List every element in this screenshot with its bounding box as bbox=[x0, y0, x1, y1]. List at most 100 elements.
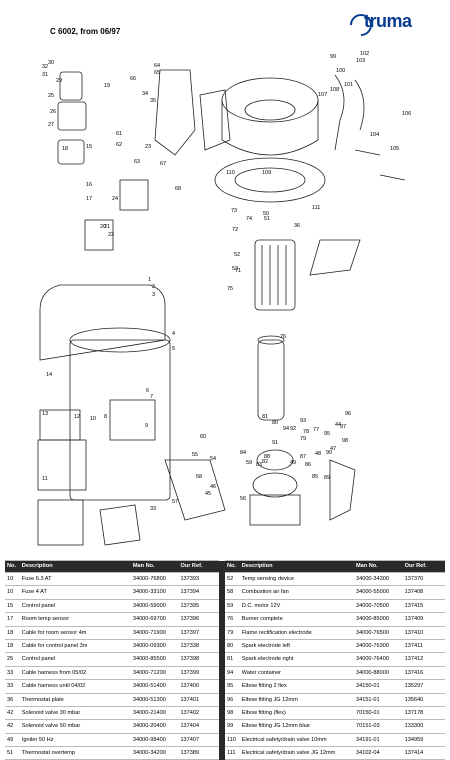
callout-label: 19 bbox=[104, 83, 110, 89]
callout-label: 91 bbox=[272, 440, 278, 446]
part-description: Elbow fitting JG 12mm bbox=[239, 692, 354, 707]
part-number: 42 bbox=[5, 719, 20, 734]
reference-number: 137409 bbox=[402, 612, 445, 627]
part-description: Elbow fitting JG 12mm blue bbox=[239, 719, 354, 734]
part-number: 33 bbox=[5, 679, 20, 694]
column-divider bbox=[218, 746, 225, 760]
heat-exchanger bbox=[254, 239, 296, 311]
manufacturer-number: 34000-51400 bbox=[130, 679, 179, 694]
manufacturer-number: 34000-34200 bbox=[130, 746, 179, 760]
manufacturer-number: 34000-85500 bbox=[130, 652, 179, 667]
callout-label: 67 bbox=[160, 161, 166, 167]
callout-label: 36 bbox=[294, 223, 300, 229]
callout-label: 45 bbox=[205, 491, 211, 497]
manufacturer-number: 34000-71900 bbox=[130, 625, 179, 640]
column-divider bbox=[218, 652, 225, 667]
callout-label: 108 bbox=[330, 87, 339, 93]
manufacturer-number: 34000-59000 bbox=[130, 598, 179, 614]
callout-label: 12 bbox=[74, 414, 80, 420]
part-number: 76 bbox=[224, 612, 240, 627]
callout-label: 60 bbox=[200, 434, 206, 440]
callout-label: 51 bbox=[264, 216, 270, 222]
callout-label: 1 bbox=[148, 277, 151, 283]
callout-label: 78 bbox=[303, 429, 309, 435]
callout-label: 31 bbox=[42, 72, 48, 78]
col-header: Our Ref. bbox=[402, 560, 445, 573]
part-number: 15 bbox=[5, 598, 20, 614]
callout-label: 94 bbox=[283, 426, 289, 432]
callout-label: 13 bbox=[42, 411, 48, 417]
part-description: Combustion air fan bbox=[239, 585, 354, 600]
part-number: 99 bbox=[224, 719, 240, 734]
parts-table: No. Description Man No. Our Ref. No. Des… bbox=[5, 560, 445, 760]
reference-number: 137414 bbox=[402, 746, 445, 760]
callout-label: 98 bbox=[342, 438, 348, 444]
manufacturer-number: 34000-76800 bbox=[130, 571, 179, 587]
callout-label: 5 bbox=[172, 346, 175, 352]
callout-label: 2 bbox=[152, 284, 155, 290]
column-divider bbox=[218, 679, 225, 694]
callout-label: 85 bbox=[312, 474, 318, 480]
callout-label: 101 bbox=[344, 82, 353, 88]
reference-number: 137389 bbox=[178, 746, 219, 760]
callout-label: 55 bbox=[192, 452, 198, 458]
callout-label: 81 bbox=[262, 414, 268, 420]
callout-label: 103 bbox=[356, 58, 365, 64]
manufacturer-number: 34000-69700 bbox=[130, 612, 179, 627]
reference-number: 137399 bbox=[178, 665, 219, 681]
part-number: 79 bbox=[224, 625, 240, 640]
callout-label: 52 bbox=[234, 252, 240, 258]
callout-label: 35 bbox=[150, 98, 156, 104]
reference-number: 133300 bbox=[402, 719, 445, 734]
part-number: 49 bbox=[5, 732, 20, 748]
column-divider bbox=[218, 560, 225, 573]
callout-label: 22 bbox=[108, 232, 114, 238]
truma-logo bbox=[350, 14, 372, 36]
callout-label: 27 bbox=[48, 122, 54, 128]
manufacturer-number: 34000-20400 bbox=[130, 719, 179, 734]
part-number: 96 bbox=[224, 692, 240, 707]
callout-label: 21 bbox=[104, 224, 110, 230]
callout-label: 30 bbox=[48, 60, 54, 66]
part-description: Solenoid valve 50 mbar bbox=[19, 719, 131, 734]
callout-label: 49 bbox=[290, 460, 296, 466]
callout-label: 97 bbox=[340, 424, 346, 430]
callout-label: 20 bbox=[100, 224, 106, 230]
callout-label: 82 bbox=[262, 459, 268, 465]
callout-label: 47 bbox=[330, 446, 336, 452]
manufacturer-number: 34000-76500 bbox=[353, 625, 403, 640]
column-divider bbox=[218, 612, 225, 627]
callout-label: 6 bbox=[146, 388, 149, 394]
part-description: Cable for control panel 3m bbox=[19, 638, 131, 654]
callout-label: 86 bbox=[305, 462, 311, 468]
callout-label: 77 bbox=[313, 427, 319, 433]
part-description: Spark electrode right bbox=[239, 652, 354, 667]
callout-label: 23 bbox=[145, 144, 151, 150]
part-number: 51 bbox=[5, 746, 20, 760]
column-divider bbox=[218, 599, 225, 613]
part-description: Temp sensing device bbox=[239, 571, 354, 587]
callout-label: 4 bbox=[172, 331, 175, 337]
part-number: 110 bbox=[224, 732, 240, 748]
part-description: D.C. motor 12V bbox=[239, 598, 354, 614]
heater-body bbox=[69, 339, 171, 501]
reference-number: 137415 bbox=[402, 598, 445, 614]
callout-label: 93 bbox=[300, 418, 306, 424]
part-number: 111 bbox=[224, 746, 240, 760]
callout-label: 105 bbox=[390, 146, 399, 152]
callout-label: 54 bbox=[210, 456, 216, 462]
callout-label: 87 bbox=[300, 454, 306, 460]
exploded-parts-diagram: 2832313029252726192420231815161721221413… bbox=[37, 51, 411, 546]
callout-label: 56 bbox=[240, 496, 246, 502]
part-description: Fuse 6.3 AT bbox=[19, 571, 131, 587]
col-header: Our Ref. bbox=[178, 560, 219, 573]
manufacturer-number: 34151-01 bbox=[353, 692, 403, 707]
manufacturer-number: 34000-51300 bbox=[130, 692, 179, 707]
callout-label: 62 bbox=[116, 142, 122, 148]
